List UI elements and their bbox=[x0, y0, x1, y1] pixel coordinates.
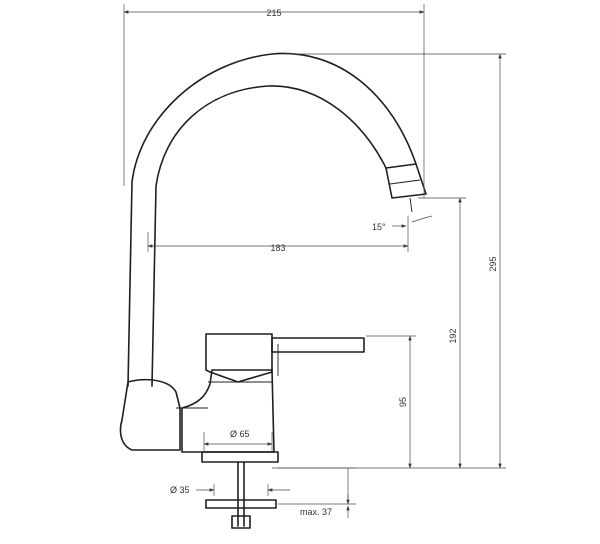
aerator-line bbox=[389, 179, 421, 185]
body-cylinder bbox=[181, 369, 275, 453]
lever-cap bbox=[205, 333, 273, 383]
label-spout-angle: 15° bbox=[372, 222, 386, 232]
spout-outer-curve bbox=[127, 52, 417, 387]
dim-hole-diameter bbox=[196, 484, 290, 496]
label-total-height: 295 bbox=[488, 256, 498, 271]
label-body-diameter: Ø 65 bbox=[230, 429, 250, 439]
mounting-nut bbox=[231, 515, 251, 529]
lever-arm bbox=[271, 337, 365, 353]
label-hole-diameter: Ø 35 bbox=[170, 485, 190, 495]
spout-collar bbox=[119, 378, 181, 451]
dim-total-width bbox=[123, 4, 425, 198]
outlet-line bbox=[409, 197, 413, 213]
label-outlet-height: 192 bbox=[448, 328, 458, 343]
label-max-thickness: max. 37 bbox=[300, 507, 332, 517]
faucet-outline bbox=[119, 52, 427, 529]
spout-inner-curve bbox=[151, 85, 387, 387]
label-lever-height: 95 bbox=[398, 397, 408, 407]
base-flange bbox=[201, 451, 279, 463]
mounting-plate bbox=[205, 499, 277, 509]
dim-spout-reach bbox=[147, 216, 409, 252]
label-total-width: 215 bbox=[266, 8, 281, 18]
dim-total-height bbox=[272, 53, 506, 469]
dim-body-diameter bbox=[203, 432, 273, 452]
dim-max-thickness bbox=[278, 467, 356, 518]
label-spout-reach: 183 bbox=[270, 243, 285, 253]
dim-lever-height bbox=[366, 335, 416, 469]
dim-outlet-height bbox=[418, 197, 466, 469]
spout-aerator bbox=[385, 163, 427, 199]
dim-spout-angle bbox=[392, 215, 433, 228]
